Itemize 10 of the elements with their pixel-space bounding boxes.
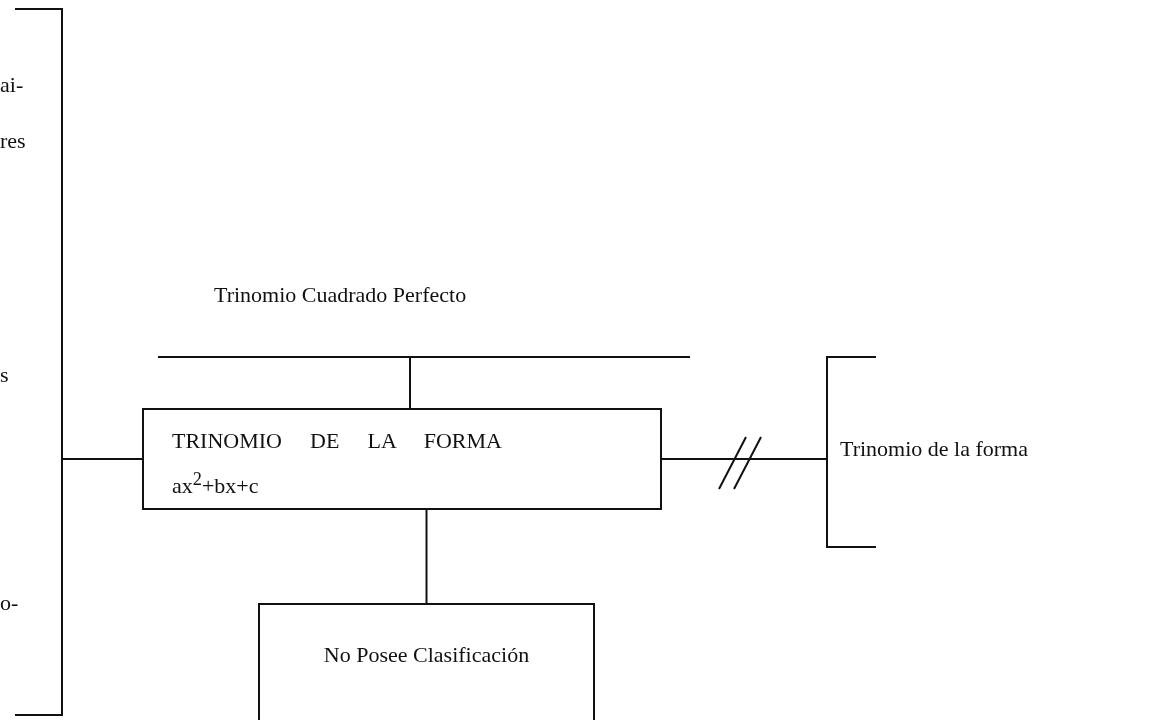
bracket-text: Trinomio de la forma	[840, 436, 1028, 462]
text-fragment: res	[0, 128, 26, 154]
text-fragment: ai-	[0, 72, 24, 98]
box-text: TRINOMIO DE LA FORMA ax$^{2}$+bx+c	[172, 427, 502, 501]
box-text: No Posee Clasificación	[322, 641, 531, 669]
process-box	[142, 408, 662, 510]
text-fragment: s	[0, 362, 9, 388]
process-box	[258, 603, 595, 720]
text-fragment: o-	[0, 590, 19, 616]
heading-text: Trinomio Cuadrado Perfecto	[214, 282, 467, 308]
